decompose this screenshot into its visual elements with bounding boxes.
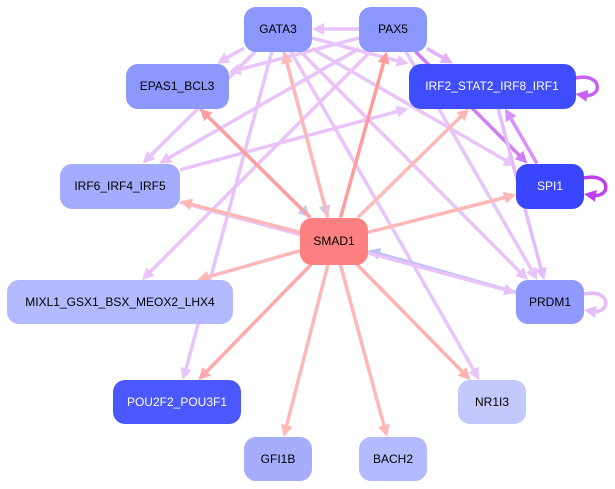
edge-line	[204, 249, 301, 280]
node-nr1i3[interactable]: NR1I3	[458, 380, 526, 424]
arrowhead-icon	[280, 423, 293, 437]
edge-line	[338, 264, 387, 430]
edge-line	[355, 263, 467, 376]
edge-line	[284, 58, 330, 218]
arrowhead-icon	[159, 152, 173, 164]
arrowhead-icon	[505, 108, 517, 122]
node-label: IRF2_STAT2_IRF8_IRF1	[425, 79, 559, 93]
edge-spi1-to-spi1	[583, 175, 608, 202]
node-label: POU2F2_POU3F1	[126, 395, 228, 409]
arrowhead-icon	[180, 366, 192, 380]
edge-smad1-to-irf2_stat2_irf8_irf1	[356, 108, 470, 219]
arrowhead-icon	[502, 191, 516, 204]
edge-line	[311, 47, 510, 164]
node-label: GATA3	[259, 22, 297, 36]
edge-spi1-to-irf2_stat2_irf8_irf1	[505, 108, 539, 165]
node-spi1[interactable]: SPI1	[516, 163, 584, 209]
node-label: SMAD1	[313, 234, 355, 248]
edge-line	[187, 201, 301, 234]
edge-smad1-to-mixl1_gsx1_bsx_meox2_lhx4	[197, 249, 301, 283]
arrowhead-icon	[535, 266, 547, 280]
node-label: IRF6_IRF4_IRF5	[74, 179, 166, 193]
edge-irf6_irf4_irf5-to-irf2_stat2_irf8_irf1	[179, 105, 409, 172]
arrowhead-icon	[514, 150, 528, 164]
arrowhead-icon	[197, 270, 211, 283]
node-label: PRDM1	[528, 295, 571, 309]
edge-line	[204, 112, 312, 219]
node-pax5[interactable]: PAX5	[359, 6, 427, 52]
node-label: NR1I3	[474, 395, 509, 409]
node-gata3[interactable]: GATA3	[244, 6, 312, 52]
edge-smad1-to-epas1_bcl3	[199, 108, 312, 219]
edge-line	[356, 112, 465, 219]
node-mixl1-gsx1-bsx-meox2-lhx4[interactable]: MIXL1_GSX1_BSX_MEOX2_LHX4	[7, 280, 233, 324]
arrowhead-icon	[456, 108, 470, 122]
edge-line	[283, 264, 330, 430]
edge-pax5-to-irf6_irf4_irf5	[159, 47, 360, 164]
edge-line	[289, 50, 477, 374]
arrowhead-icon	[468, 366, 480, 380]
edge-smad1-to-gata3	[281, 51, 330, 218]
arrowhead-icon	[526, 266, 538, 280]
edge-smad1-to-pou2f2_pou3f1	[198, 263, 313, 380]
arrowhead-icon	[457, 367, 471, 380]
edge-smad1-to-pax5	[338, 51, 390, 218]
node-smad1[interactable]: SMAD1	[300, 217, 368, 265]
node-gfi1b[interactable]: GFI1B	[244, 437, 312, 481]
edge-pax5-to-irf2_stat2_irf8_irf1	[426, 47, 453, 64]
arrowhead-icon	[142, 267, 155, 280]
edge-smad1-to-nr1i3	[355, 263, 471, 380]
edge-line	[202, 263, 313, 376]
node-prdm1[interactable]: PRDM1	[516, 280, 584, 324]
edge-smad1-to-spi1	[367, 191, 516, 235]
arrowhead-icon	[377, 51, 390, 65]
edge-line	[165, 47, 360, 162]
node-label: GFI1B	[260, 452, 296, 466]
edge-gata3-to-nr1i3	[289, 50, 480, 380]
arrowhead-icon	[216, 52, 231, 64]
node-irf6-irf4-irf5[interactable]: IRF6_IRF4_IRF5	[60, 163, 180, 209]
arrowhead-icon	[395, 105, 409, 118]
arrowhead-icon	[312, 23, 324, 35]
arrowhead-icon	[584, 189, 597, 202]
arrowhead-icon	[395, 54, 409, 67]
edge-pax5-to-mixl1_gsx1_bsx_meox2_lhx4	[142, 50, 372, 280]
node-label: PAX5	[378, 22, 408, 36]
edge-prdm1-to-prdm1	[583, 291, 608, 318]
arrowhead-icon	[180, 198, 194, 211]
arrowhead-icon	[584, 305, 597, 318]
edge-line	[146, 50, 372, 276]
edge-smad1-to-irf6_irf4_irf5	[180, 198, 301, 234]
edge-line	[367, 194, 509, 235]
edge-smad1-to-gfi1b	[280, 264, 330, 437]
node-label: BACH2	[372, 452, 413, 466]
arrowhead-icon	[502, 283, 516, 296]
edge-smad1-to-bach2	[338, 264, 390, 437]
node-label: SPI1	[536, 179, 563, 193]
arrowhead-icon	[575, 89, 589, 102]
arrowhead-icon	[439, 52, 453, 64]
arrowhead-icon	[198, 367, 212, 380]
arrowhead-icon	[199, 108, 213, 122]
edge-irf2_stat2_irf8_irf1-to-irf2_stat2_irf8_irf1	[575, 75, 600, 102]
edge-pax5-to-gata3	[312, 23, 359, 35]
node-pou2f2-pou3f1[interactable]: POU2F2_POU3F1	[113, 380, 241, 424]
node-bach2[interactable]: BACH2	[359, 437, 427, 481]
edge-line	[179, 108, 402, 172]
arrowhead-icon	[378, 423, 390, 437]
edge-line	[338, 58, 387, 218]
edge-gata3-to-epas1_bcl3	[216, 46, 245, 64]
arrowhead-icon	[515, 267, 529, 280]
arrowhead-icon	[281, 51, 293, 65]
edge-line	[507, 114, 539, 165]
node-label: MIXL1_GSX1_BSX_MEOX2_LHX4	[25, 295, 215, 309]
node-irf2-stat2-irf8-irf1[interactable]: IRF2_STAT2_IRF8_IRF1	[408, 63, 576, 109]
node-label: EPAS1_BCL3	[139, 79, 215, 93]
node-epas1-bcl3[interactable]: EPAS1_BCL3	[125, 63, 229, 109]
arrowhead-icon	[142, 150, 156, 164]
